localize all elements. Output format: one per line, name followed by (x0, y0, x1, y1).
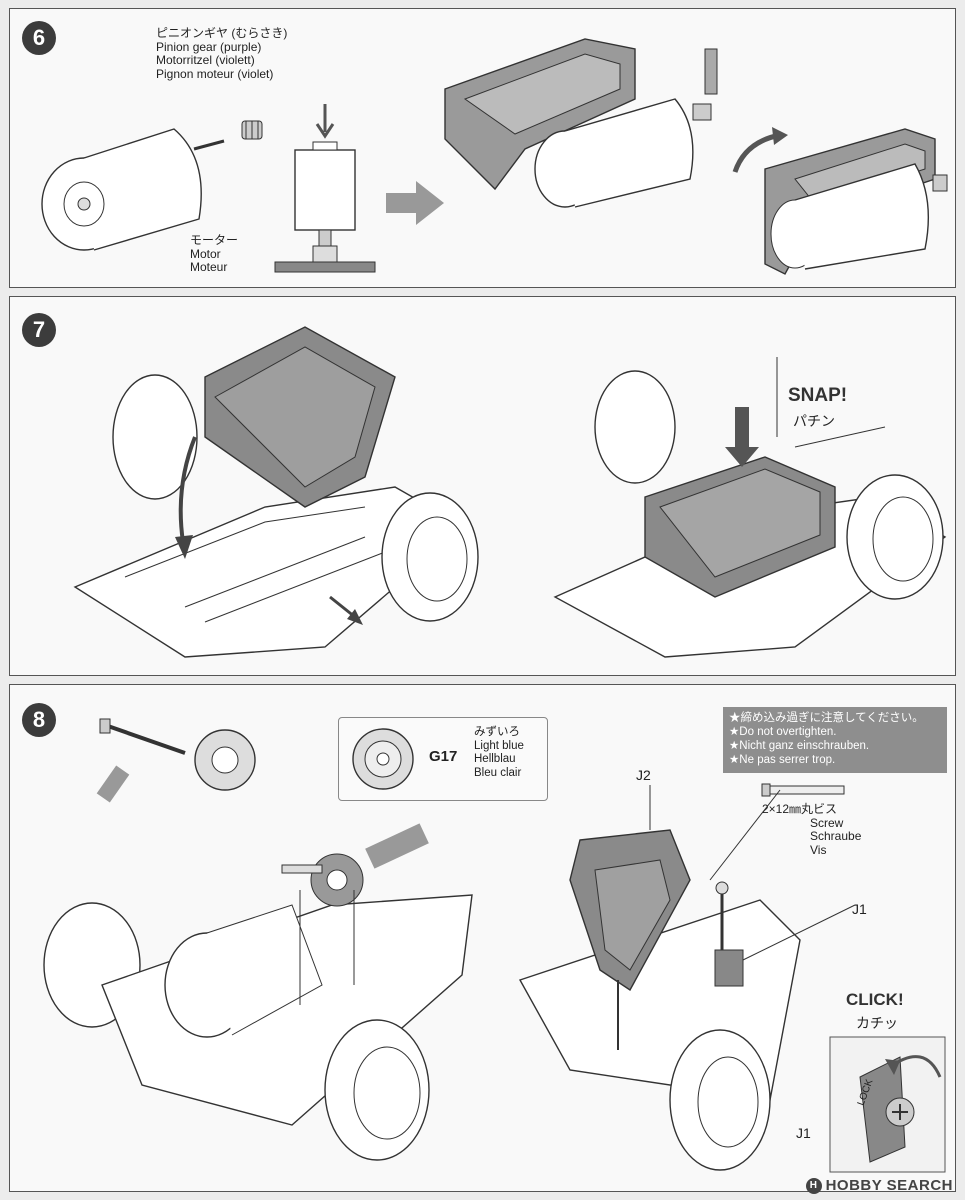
hobby-search-watermark: H HOBBY SEARCH (805, 1177, 953, 1194)
step-number-badge: 7 (22, 313, 56, 347)
chassis-gear-install-illustration (43, 823, 473, 1161)
step-number-badge: 8 (22, 703, 56, 737)
g17-label-jp: みずいろ (474, 726, 520, 738)
motor-label: モーター Motor Moteur (190, 233, 239, 275)
screw-label-fr: Vis (810, 842, 827, 857)
step-number-badge: 6 (22, 21, 56, 55)
pinion-gear-icon (241, 120, 263, 140)
pinion-label-fr: Pignon moteur (violet) (156, 66, 274, 81)
warning-en: ★Do not overtighten. (729, 726, 837, 738)
screw-label-en: Screw (810, 815, 844, 830)
shaft-gear-illustration (96, 718, 256, 803)
motor-label-fr: Moteur (190, 260, 228, 274)
pinion-gear-label: ピニオンギヤ (むらさき) Pinion gear (purple) Motor… (156, 26, 288, 81)
screw-label-jp: 2×12㎜丸ビス (762, 802, 838, 816)
g17-label-en: Light blue (474, 739, 524, 752)
g17-label-de: Hellblau (474, 753, 516, 765)
step-7-panel: 7 SNAP! パチン (9, 296, 956, 676)
g17-code: G17 (429, 748, 458, 765)
motor-mount-assembly (444, 38, 718, 208)
j1-bottom-label: J1 (796, 1125, 811, 1141)
lock-detail-illustration (829, 1036, 946, 1173)
watermark-text: HOBBY SEARCH (825, 1177, 953, 1194)
motor-illustration (41, 128, 225, 251)
motor-mount-completed (764, 128, 948, 275)
next-arrow-icon (386, 181, 444, 225)
snap-label: SNAP! (788, 385, 848, 406)
hobby-search-logo-icon: H (805, 1177, 822, 1194)
j1-top-label: J1 (852, 901, 867, 917)
overtighten-warning: ★締め込み過ぎに注意してください。 ★Do not overtighten. ★… (723, 707, 947, 773)
screw-icon (761, 783, 845, 797)
pinion-label-jp: ピニオンギヤ (むらさき) (156, 26, 288, 40)
click-label-jp: カチッ (856, 1015, 898, 1031)
motor-label-en: Motor (190, 246, 221, 261)
j2-label: J2 (636, 767, 651, 783)
snap-label-jp: パチン (793, 413, 835, 429)
warning-de: ★Nicht ganz einschrauben. (729, 740, 870, 752)
pinion-label-en: Pinion gear (purple) (156, 39, 262, 54)
screw-label: 2×12㎜丸ビス Screw Schraube Vis (762, 802, 862, 857)
curved-arrow-icon (732, 127, 788, 173)
press-fit-diagram (274, 104, 376, 273)
step-8-panel: 8 G17 みずいろ Light blue Hellblau Bleu clai… (9, 684, 956, 1192)
screw-label-de: Schraube (810, 829, 862, 843)
chassis-after-illustration (553, 357, 947, 658)
g17-color-label: みずいろ Light blue Hellblau Bleu clair (474, 726, 524, 780)
warning-fr: ★Ne pas serrer trop. (729, 754, 836, 766)
g17-part-box: G17 みずいろ Light blue Hellblau Bleu clair (338, 717, 548, 801)
chassis-cover-install-illustration (518, 785, 856, 1171)
warning-jp: ★締め込み過ぎに注意してください。 (729, 712, 924, 724)
pinion-label-de: Motorritzel (violett) (156, 53, 255, 67)
g17-gear-icon (352, 728, 414, 790)
step-6-panel: 6 ピニオンギヤ (むらさき) Pinion gear (purple) Mot… (9, 8, 956, 288)
chassis-before-illustration (73, 326, 479, 658)
click-label: CLICK! (846, 990, 904, 1009)
motor-label-jp: モーター (190, 233, 239, 247)
g17-label-fr: Bleu clair (474, 766, 522, 779)
